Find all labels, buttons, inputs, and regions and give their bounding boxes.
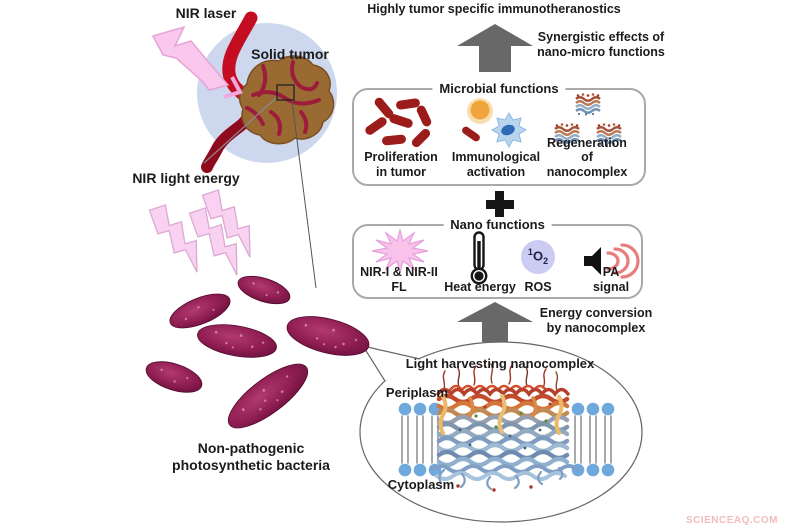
- nano-box-title: Nano functions: [443, 217, 552, 232]
- callout-title: Light harvesting nanocomplex: [405, 356, 595, 371]
- tumor-vessels: [245, 60, 321, 136]
- bacteria-caption: Non-pathogenic photosynthetic bacteria: [172, 440, 330, 473]
- nir-laser-label: NIR laser: [175, 5, 237, 21]
- ros-label: ROS: [524, 279, 552, 294]
- heat-energy-label: Heat energy: [444, 279, 516, 294]
- singlet-oxygen-icon: 1O2: [521, 240, 555, 274]
- pa-signal-label: PA signal: [592, 265, 630, 294]
- microbial-functions-box: Microbial functions: [352, 81, 646, 186]
- bacteria-cluster-icon: [363, 97, 439, 149]
- figure-title: Highly tumor specific immunotheranostics: [367, 2, 621, 16]
- energy-conversion-note: Energy conversion by nanocomplex: [539, 306, 653, 335]
- immune-activation-icon: [454, 96, 538, 152]
- proliferation-label: Proliferation in tumor: [364, 150, 438, 179]
- singlet-oxygen-symbol: 1O2: [527, 247, 549, 266]
- periplasm-label: Periplasm: [385, 385, 449, 400]
- watermark: SCIENCEAQ.COM: [685, 515, 778, 526]
- microbial-box-title: Microbial functions: [432, 81, 566, 96]
- pa-signal-speaker-icon: [582, 243, 640, 279]
- synergy-note: Synergistic effects of nano-micro functi…: [537, 30, 665, 59]
- nir-fl-label: NIR-I & NIR-II FL: [360, 265, 438, 294]
- nano-functions-box: Nano functions 1O2: [352, 217, 643, 299]
- fluorescence-starburst-icon: [368, 227, 432, 275]
- nir-light-energy-label: NIR light energy: [132, 170, 240, 186]
- nir-light-bolt-icon: [143, 182, 266, 282]
- cytoplasm-label: Cytoplasm: [387, 477, 455, 492]
- nir-laser-bolt-icon: [151, 25, 243, 99]
- regeneration-label: Regeneration of nanocomplex: [546, 135, 628, 179]
- thermometer-icon: [468, 231, 490, 285]
- up-arrow-energy: [457, 302, 533, 342]
- solid-tumor-icon: [151, 11, 337, 289]
- solid-tumor-label: Solid tumor: [251, 46, 329, 62]
- photosynthetic-bacteria-icon: [145, 275, 370, 429]
- magnify-region-box: [276, 84, 295, 101]
- plus-icon: [486, 191, 514, 219]
- leader-line-bacteria: [291, 100, 317, 289]
- up-arrow-top: [457, 24, 533, 72]
- leader-line-light: [203, 97, 277, 164]
- light-harvesting-complex-icon: [431, 363, 579, 492]
- immunological-label: Immunological activation: [451, 150, 541, 179]
